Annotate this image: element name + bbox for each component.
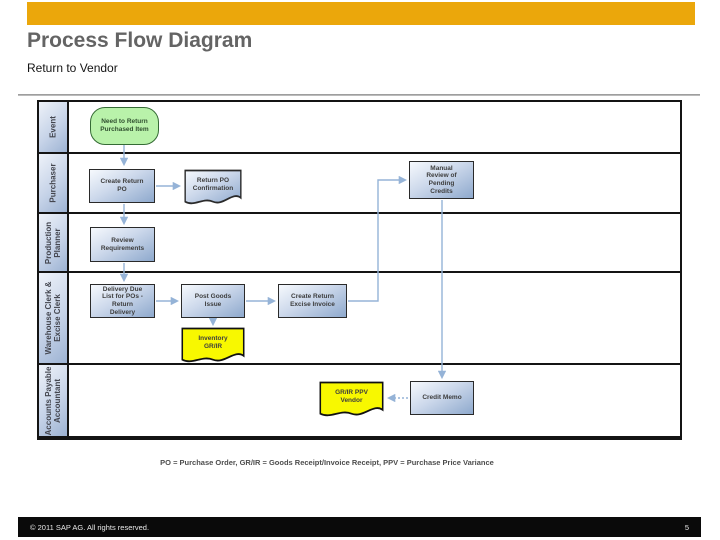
lane-label-accounts-payable: Accounts Payable Accountant: [39, 365, 69, 436]
lane-label-warehouse-clerk: Warehouse Clerk & Excise Clerk: [39, 273, 69, 363]
lane-warehouse-clerk: Warehouse Clerk & Excise Clerk: [39, 273, 680, 365]
divider-line: [18, 94, 700, 96]
lane-label-text: Accounts Payable Accountant: [43, 366, 62, 435]
copyright-text: © 2011 SAP AG. All rights reserved.: [30, 522, 150, 532]
footnote: PO = Purchase Order, GR/IR = Goods Recei…: [160, 458, 494, 467]
lane-event: Event: [39, 102, 680, 154]
process-flow-diagram: Event Purchaser Production Planner Wareh…: [37, 100, 682, 440]
lane-label-production-planner: Production Planner: [39, 214, 69, 271]
page-title: Process Flow Diagram: [27, 29, 253, 52]
page-number: 5: [684, 522, 689, 532]
lane-accounts-payable: Accounts Payable Accountant: [39, 365, 680, 438]
lane-label-text: Warehouse Clerk & Excise Clerk: [43, 281, 62, 355]
lane-production-planner: Production Planner: [39, 214, 680, 273]
lane-label-text: Production Planner: [43, 221, 62, 264]
accent-bar: [27, 2, 695, 25]
lane-label-text: Purchaser: [48, 163, 58, 203]
lane-purchaser: Purchaser: [39, 154, 680, 214]
lane-label-text: Event: [48, 116, 58, 138]
page-subtitle: Return to Vendor: [27, 61, 118, 75]
lane-label-purchaser: Purchaser: [39, 154, 69, 212]
footer-bar: © 2011 SAP AG. All rights reserved. 5: [18, 517, 701, 537]
lane-label-event: Event: [39, 102, 69, 152]
